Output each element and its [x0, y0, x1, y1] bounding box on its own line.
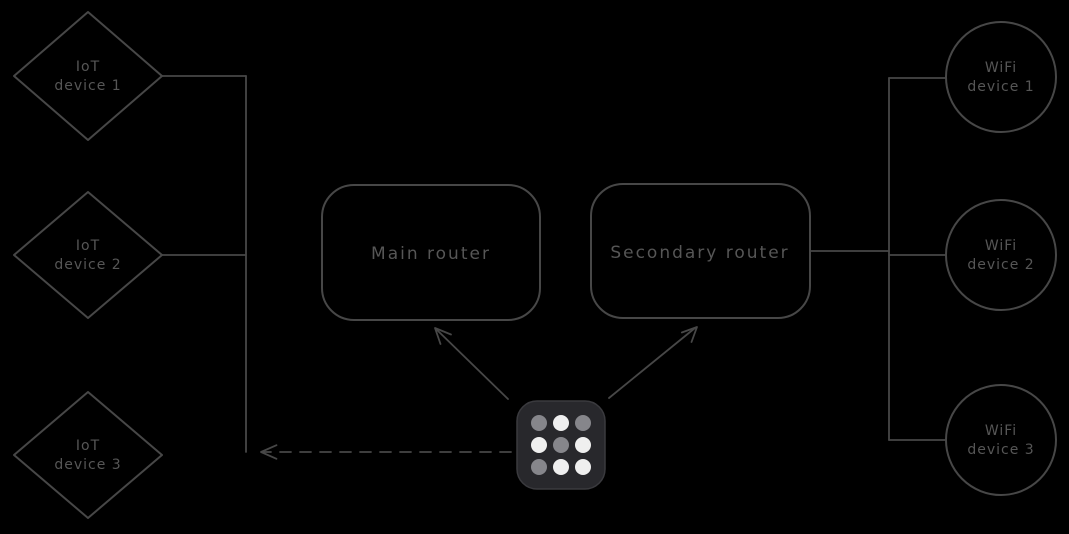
wifi-device-2-shape — [945, 199, 1057, 311]
iot-device-1-shape — [13, 11, 163, 141]
dot-2-1 — [531, 437, 547, 453]
iot-device-3-shape — [13, 391, 163, 519]
edges — [161, 75, 947, 460]
arrowhead-iot-bus — [260, 444, 278, 460]
dot-grid-app-icon — [516, 400, 606, 490]
iot-device-1-label-line2: device 1 — [54, 78, 121, 94]
edge-icon-to-secondary-router — [608, 327, 696, 399]
arrowhead-main-router — [434, 327, 452, 345]
iot-device-1-node: IoT device 1 — [13, 11, 163, 141]
iot-device-1-label-line1: IoT — [76, 59, 100, 75]
iot-device-2-label-line2: device 2 — [54, 257, 121, 273]
dot-2-3 — [575, 437, 591, 453]
secondary-router-label: Secondary router — [610, 243, 789, 263]
wifi-device-2-label-line1: WiFi — [985, 238, 1017, 254]
wifi-device-1-shape — [945, 21, 1057, 133]
wifi-device-1-label-line1: WiFi — [985, 60, 1017, 76]
wifi-device-3-label: WiFi device 3 — [967, 423, 1034, 458]
edge-icon-to-main-router — [435, 328, 509, 400]
wifi-device-1-label-line2: device 1 — [967, 79, 1034, 95]
dot-3-1 — [531, 459, 547, 475]
iot-device-3-label-line2: device 3 — [54, 457, 121, 473]
dot-1-2 — [553, 415, 569, 431]
wifi-device-2-label: WiFi device 2 — [967, 238, 1034, 273]
dot-2-2 — [553, 437, 569, 453]
dot-1-3 — [575, 415, 591, 431]
iot-device-3-label-line1: IoT — [76, 438, 100, 454]
wifi-device-2-node: WiFi device 2 — [945, 199, 1057, 311]
wifi-device-3-shape — [945, 384, 1057, 496]
dot-3-2 — [553, 459, 569, 475]
wifi-device-1-node: WiFi device 1 — [945, 21, 1057, 133]
wifi-device-3-label-line1: WiFi — [985, 423, 1017, 439]
main-router-label: Main router — [371, 244, 491, 264]
dot-1-1 — [531, 415, 547, 431]
main-router-shape — [321, 184, 541, 321]
iot-device-2-label-line1: IoT — [76, 238, 100, 254]
iot-device-3-node: IoT device 3 — [13, 391, 163, 519]
secondary-router-shape — [590, 183, 811, 319]
main-router-node: Main router — [321, 184, 541, 321]
iot-device-2-shape — [13, 191, 163, 319]
wifi-device-3-node: WiFi device 3 — [945, 384, 1057, 496]
iot-device-2-label: IoT device 2 — [54, 238, 121, 273]
wifi-device-3-label-line2: device 3 — [967, 442, 1034, 458]
secondary-router-node: Secondary router — [590, 183, 811, 319]
arrowhead-secondary-router — [680, 326, 698, 343]
iot-device-1-label: IoT device 1 — [54, 59, 121, 94]
dot-3-3 — [575, 459, 591, 475]
iot-device-3-label: IoT device 3 — [54, 438, 121, 473]
wifi-device-2-label-line2: device 2 — [967, 257, 1034, 273]
wifi-device-1-label: WiFi device 1 — [967, 60, 1034, 95]
iot-device-2-node: IoT device 2 — [13, 191, 163, 319]
